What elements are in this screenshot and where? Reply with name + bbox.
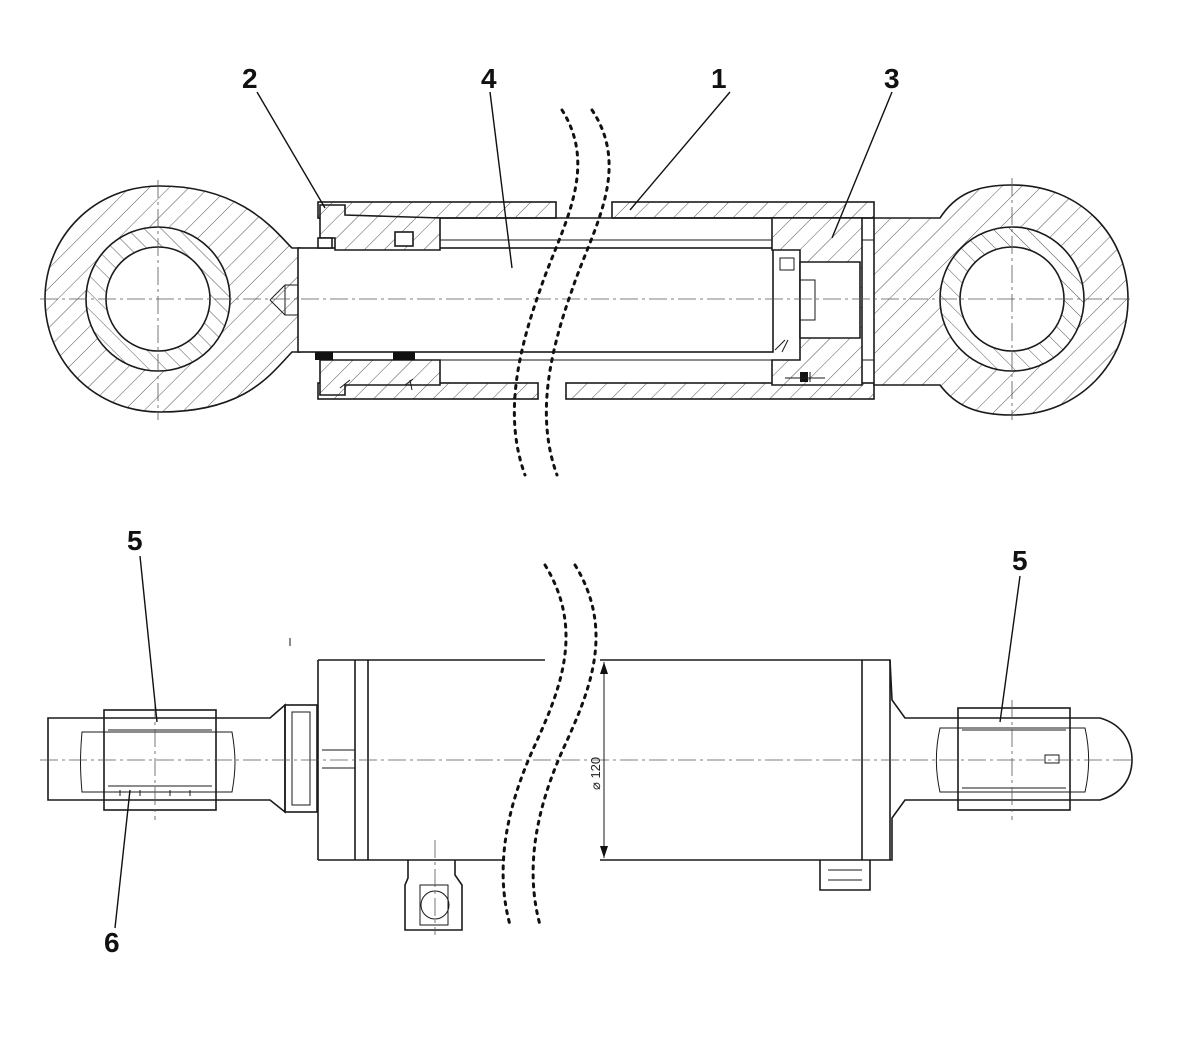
leader-lines <box>114 91 1021 929</box>
callout-5-right: 5 <box>1012 545 1028 576</box>
port-left <box>404 860 463 931</box>
external-view: ⌀ 120 <box>40 563 1135 935</box>
section-view <box>40 108 1130 477</box>
port-right <box>819 860 871 891</box>
right-pin-block <box>957 707 1071 811</box>
break-line-bottom-1 <box>501 563 568 927</box>
callout-2: 2 <box>242 63 258 94</box>
callout-6: 6 <box>104 927 120 958</box>
tube-wall-bottom-right <box>565 382 875 400</box>
diameter-label: ⌀ 120 <box>588 757 603 790</box>
right-clevis <box>940 717 1133 801</box>
diameter-dimension: ⌀ 120 <box>588 662 608 858</box>
callout-4: 4 <box>481 63 497 94</box>
left-clevis <box>47 703 286 814</box>
callouts: 1 2 3 4 5 5 6 <box>104 63 1028 958</box>
break-line-bottom-2 <box>531 563 598 927</box>
tube-wall-top-right <box>611 201 875 219</box>
callout-5-left: 5 <box>127 525 143 556</box>
rod-collar <box>284 704 318 813</box>
break-line-top-2 <box>544 108 611 477</box>
break-line-top-1 <box>512 108 580 477</box>
callout-1: 1 <box>711 63 727 94</box>
callout-3: 3 <box>884 63 900 94</box>
